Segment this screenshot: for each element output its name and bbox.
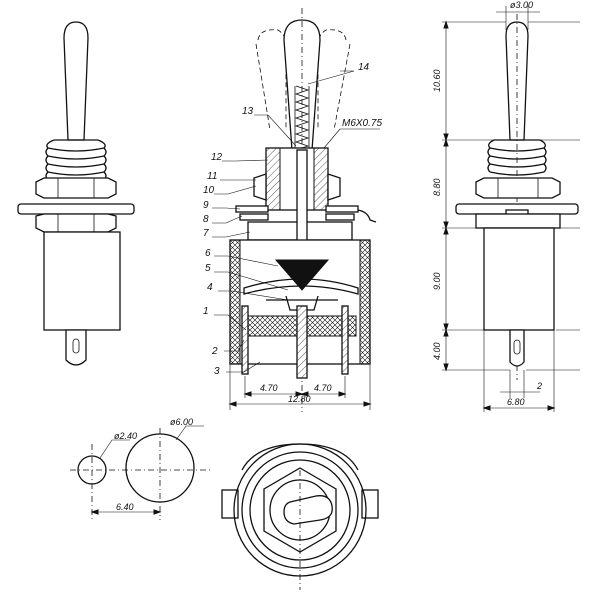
part-label-4: 4 bbox=[207, 282, 213, 293]
section-lever bbox=[283, 19, 321, 151]
part-label-9: 9 bbox=[203, 200, 209, 211]
section-shaft bbox=[296, 149, 308, 251]
part-label-14: 14 bbox=[358, 62, 370, 73]
plunger bbox=[274, 259, 330, 291]
section-washer-right bbox=[325, 205, 359, 213]
large-hole-dia: ø6.00 bbox=[170, 417, 193, 427]
side-hex-nut bbox=[475, 177, 561, 199]
panel-cutout: ø2.40 ø6.00 6.40 bbox=[70, 417, 210, 520]
side-body bbox=[483, 227, 555, 331]
part-label-13: 13 bbox=[242, 106, 254, 117]
side-view: ø3.00 10.60 8.80 9.00 4.00 2 6.80 bbox=[432, 0, 580, 412]
section-washer-left bbox=[235, 205, 269, 213]
left-hex-nut bbox=[35, 177, 117, 199]
side-lower-nut bbox=[475, 213, 561, 229]
part-label-7: 7 bbox=[203, 228, 209, 239]
pin-spacing-left: 4.70 bbox=[260, 383, 278, 393]
lug-wire bbox=[357, 209, 377, 223]
part-label-6: 6 bbox=[205, 248, 211, 259]
section-nut-right bbox=[327, 173, 341, 201]
left-terminal bbox=[65, 329, 87, 366]
lever-tip-dia: ø3.00 bbox=[510, 0, 533, 10]
terminal-width: 2 bbox=[536, 381, 542, 391]
left-lever bbox=[63, 21, 89, 141]
part-label-3: 3 bbox=[214, 366, 220, 377]
left-body bbox=[43, 231, 121, 331]
bushing-height: 8.80 bbox=[432, 178, 442, 196]
part-label-11: 11 bbox=[207, 171, 217, 182]
top-view-lever bbox=[283, 495, 333, 525]
leader-lines bbox=[212, 70, 380, 373]
left-terminal-hole bbox=[72, 338, 80, 354]
body-width: 12.80 bbox=[288, 394, 311, 404]
left-bushing-thread bbox=[45, 139, 107, 184]
body-height: 9.00 bbox=[432, 272, 442, 290]
pin-spacing-right: 4.70 bbox=[314, 383, 332, 393]
section-view: 1 2 3 4 5 6 7 8 9 10 11 12 13 14 M6X0.75… bbox=[203, 8, 382, 412]
bottom-dimensions bbox=[228, 364, 372, 410]
body-depth: 6.80 bbox=[507, 397, 525, 407]
rocker-contact bbox=[243, 278, 359, 295]
terminal-length: 4.00 bbox=[432, 342, 442, 360]
side-terminal-hole bbox=[513, 339, 521, 355]
left-lower-nut bbox=[35, 213, 117, 233]
part-label-5: 5 bbox=[205, 263, 211, 274]
side-dimensions bbox=[442, 6, 580, 412]
thread-label: M6X0.75 bbox=[342, 118, 382, 129]
left-washer bbox=[17, 203, 135, 215]
part-label-1: 1 bbox=[203, 306, 209, 317]
side-terminal bbox=[509, 329, 525, 367]
part-label-12: 12 bbox=[211, 152, 223, 163]
top-view bbox=[221, 443, 379, 590]
left-view bbox=[17, 21, 135, 366]
part-label-8: 8 bbox=[203, 214, 209, 225]
side-bushing-thread bbox=[487, 139, 547, 176]
small-hole-dia: ø2.40 bbox=[114, 431, 137, 441]
part-label-2: 2 bbox=[211, 346, 218, 357]
lever-height: 10.60 bbox=[432, 69, 442, 92]
part-label-10: 10 bbox=[203, 185, 215, 196]
section-nut-left bbox=[253, 173, 267, 201]
hole-spacing: 6.40 bbox=[116, 502, 134, 512]
